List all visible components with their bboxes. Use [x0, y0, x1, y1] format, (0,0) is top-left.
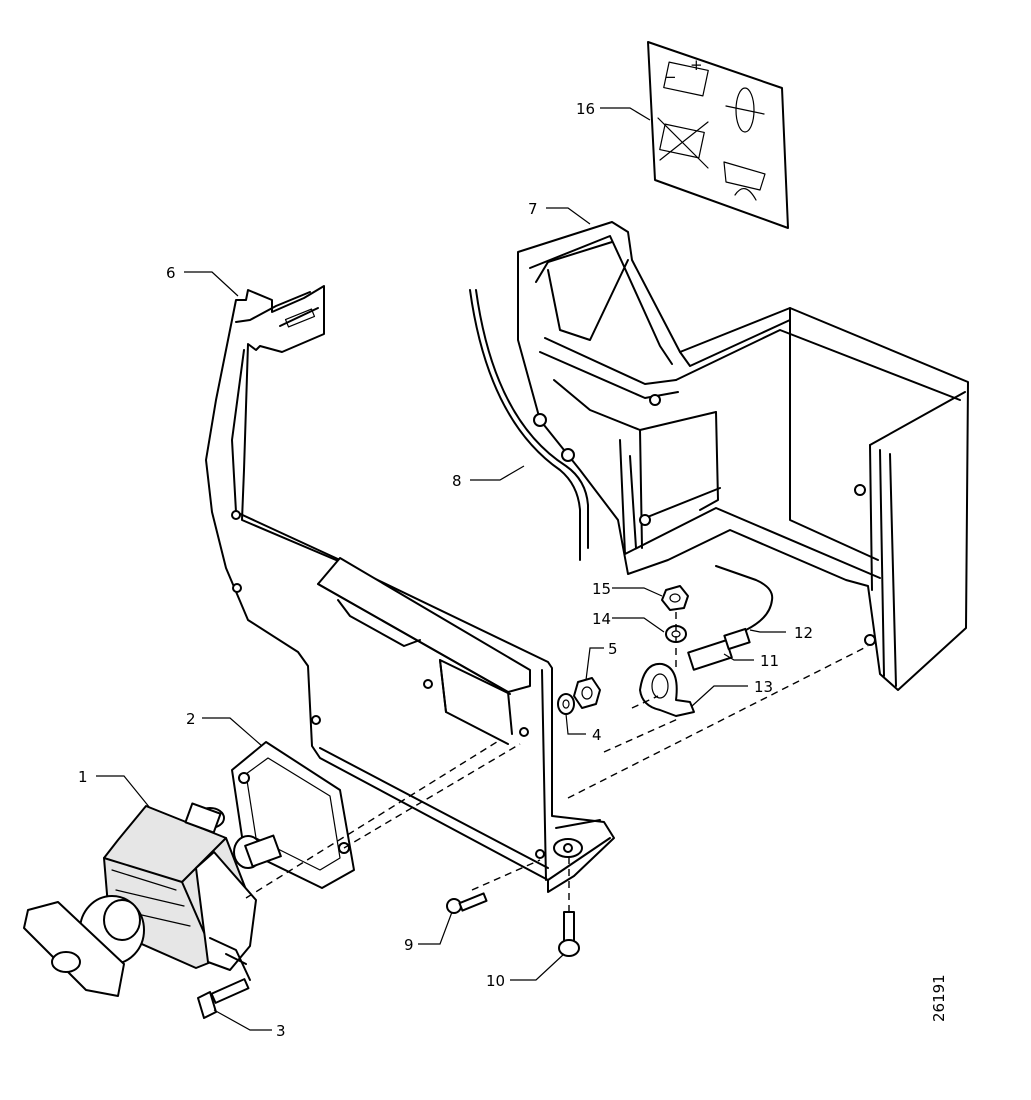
- callout-7: 7: [528, 200, 538, 218]
- decal-plus-sign: +: [690, 56, 703, 74]
- callout-labels: 1 2 3 4 5 6 7 8 9 10 11 12 13 14 15 16: [78, 100, 813, 1040]
- callout-1: 1: [78, 768, 88, 786]
- decal-minus-sign: −: [664, 68, 677, 86]
- drawing-reference-number: 26191: [930, 974, 948, 1022]
- warning-decal: +: [647, 41, 789, 229]
- battery-cable: [469, 289, 589, 561]
- mounting-bracket: [205, 285, 615, 893]
- callout-16: 16: [576, 100, 595, 118]
- callout-5: 5: [608, 640, 618, 658]
- callout-8: 8: [452, 472, 462, 490]
- isolator-switch: [23, 802, 282, 997]
- screw-9: [446, 892, 488, 914]
- nut-15: [661, 585, 689, 611]
- cable-clamp-13: [639, 662, 695, 717]
- callout-12: 12: [794, 624, 813, 642]
- nut-5: [573, 677, 601, 709]
- callout-13: 13: [754, 678, 773, 696]
- assembly-lines: [245, 612, 869, 912]
- callout-14: 14: [592, 610, 611, 628]
- washer-4: [557, 693, 575, 715]
- battery-tray: [517, 221, 969, 691]
- callout-15: 15: [592, 580, 611, 598]
- callout-10: 10: [486, 972, 505, 990]
- cable-connector-11: [687, 627, 751, 671]
- screw-10: [558, 911, 580, 957]
- bolt-3: [197, 978, 250, 1019]
- callout-11: 11: [760, 652, 779, 670]
- leader-lines: [96, 107, 786, 1031]
- cable-12: [715, 565, 774, 631]
- callout-9: 9: [404, 936, 414, 954]
- callout-2: 2: [186, 710, 196, 728]
- callout-4: 4: [592, 726, 602, 744]
- callout-3: 3: [276, 1022, 286, 1040]
- callout-6: 6: [166, 264, 176, 282]
